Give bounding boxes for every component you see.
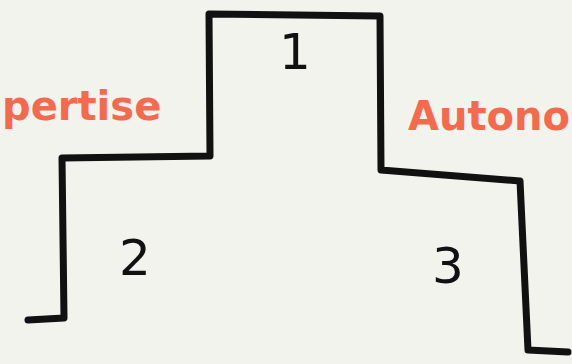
rank-number: 2 bbox=[119, 233, 151, 283]
category-word: pertise bbox=[2, 86, 161, 126]
podium-line bbox=[28, 14, 568, 352]
rank-number: 3 bbox=[432, 241, 464, 291]
category-word: Autono bbox=[408, 96, 570, 136]
rank-number: 1 bbox=[279, 27, 311, 77]
